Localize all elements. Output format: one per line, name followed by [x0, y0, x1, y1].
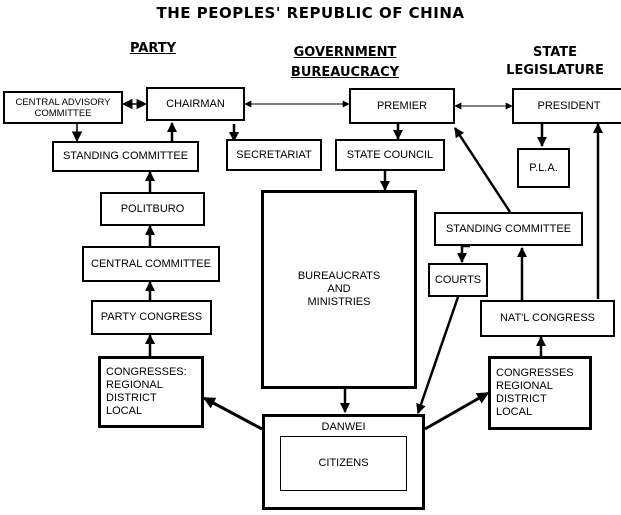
citizens-box: CITIZENS: [280, 436, 407, 491]
chairman-box: CHAIRMAN: [146, 87, 245, 121]
president-box: PRESIDENT: [512, 88, 621, 124]
party-standing-committee-box: STANDING COMMITTEE: [52, 141, 199, 172]
column-header-legislature: LEGISLATURE: [506, 63, 604, 78]
natl-congress-box: NAT'L CONGRESS: [480, 300, 615, 337]
column-header-party: PARTY: [129, 41, 177, 56]
column-header-government: GOVERNMENT: [293, 45, 397, 60]
arrow-danwei-to-state-regional: [424, 391, 490, 431]
party-congress-box: PARTY CONGRESS: [91, 300, 212, 335]
arrow-legstanding-to-premier: [453, 127, 512, 213]
state-council-box: STATE COUNCIL: [335, 139, 445, 171]
premier-box: PREMIER: [349, 88, 455, 124]
arrow-legstanding-to-courts: [457, 244, 470, 263]
diagram-title: THE PEOPLES' REPUBLIC OF CHINA: [156, 4, 465, 22]
central-advisory-committee-box: CENTRAL ADVISORY COMMITTEE: [3, 91, 123, 124]
secretariat-box: SECRETARIAT: [226, 139, 322, 171]
politburo-box: POLITBURO: [100, 192, 205, 226]
courts-box: COURTS: [428, 263, 488, 297]
column-header-state: STATE: [532, 45, 578, 60]
central-committee-box: CENTRAL COMMITTEE: [82, 246, 220, 282]
column-header-bureaucracy: BUREAUCRACY: [290, 65, 400, 80]
bureaucrats-and-ministries-box: BUREAUCRATS AND MINISTRIES: [261, 190, 417, 389]
arrow-courts-to-danwei: [416, 296, 460, 414]
danwei-label: DANWEI: [321, 421, 366, 433]
pla-box: P.L.A.: [517, 148, 570, 188]
legislature-standing-committee-box: STANDING COMMITTEE: [434, 212, 583, 246]
arrow-danwei-to-party-regional: [202, 396, 263, 431]
bureaucrats-label: BUREAUCRATS AND MINISTRIES: [297, 270, 381, 308]
state-regional-congresses-box: CONGRESSES REGIONAL DISTRICT LOCAL: [488, 356, 592, 430]
party-regional-congresses-box: CONGRESSES: REGIONAL DISTRICT LOCAL: [98, 356, 204, 428]
